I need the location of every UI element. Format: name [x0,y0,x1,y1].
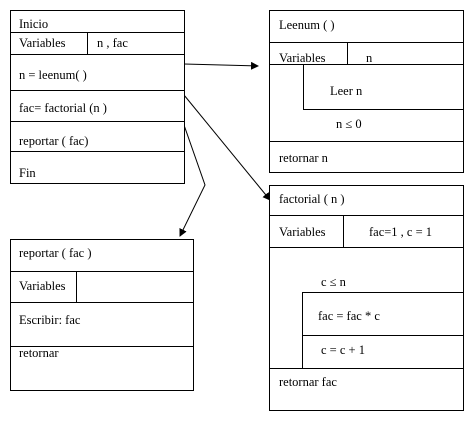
leenum-function-box: Leenum ( ) Variables n Leer n n ≤ 0 reto… [269,10,464,173]
main-program-box: Inicio Variables n , fac n = leenum( ) f… [10,10,185,184]
arrow-to-leenum [183,61,259,70]
factorial-function-box: factorial ( n ) Variables fac=1 , c = 1 … [269,185,464,411]
reportar-write: Escribir: fac [19,313,81,327]
arrow-to-factorial [183,94,271,201]
factorial-loop-body-1: fac = fac * c [318,309,380,323]
main-step-reportar: reportar ( fac) [19,134,89,148]
factorial-variables-label: Variables [279,225,326,239]
reportar-title: reportar ( fac ) [19,246,92,260]
main-variables-label: Variables [19,36,66,50]
reportar-function-box: reportar ( fac ) Variables Escribir: fac… [10,239,194,391]
leenum-loop-condition: n ≤ 0 [336,117,362,131]
main-title: Inicio [19,17,49,31]
factorial-title: factorial ( n ) [279,192,345,206]
leenum-loop-body: Leer n [330,84,363,98]
factorial-loop-bracket [302,292,303,368]
leenum-loop-bracket [303,64,304,109]
reportar-return: retornar [19,346,59,360]
factorial-loop-body-2: c = c + 1 [321,343,365,357]
main-variables-value: n , fac [97,36,128,50]
factorial-loop-condition: c ≤ n [321,275,346,289]
reportar-variables-label: Variables [19,279,66,293]
arrow-to-reportar [179,124,206,237]
factorial-return: retornar fac [279,375,337,389]
leenum-return: retornar n [279,151,328,165]
leenum-variables-label: Variables [279,51,326,65]
leenum-title: Leenum ( ) [279,18,335,32]
main-step-factorial: fac= factorial (n ) [19,101,107,115]
main-step-leenum: n = leenum( ) [19,68,87,82]
leenum-variables-value: n [366,51,373,65]
main-end: Fin [19,166,36,180]
factorial-variables-value: fac=1 , c = 1 [369,225,433,239]
